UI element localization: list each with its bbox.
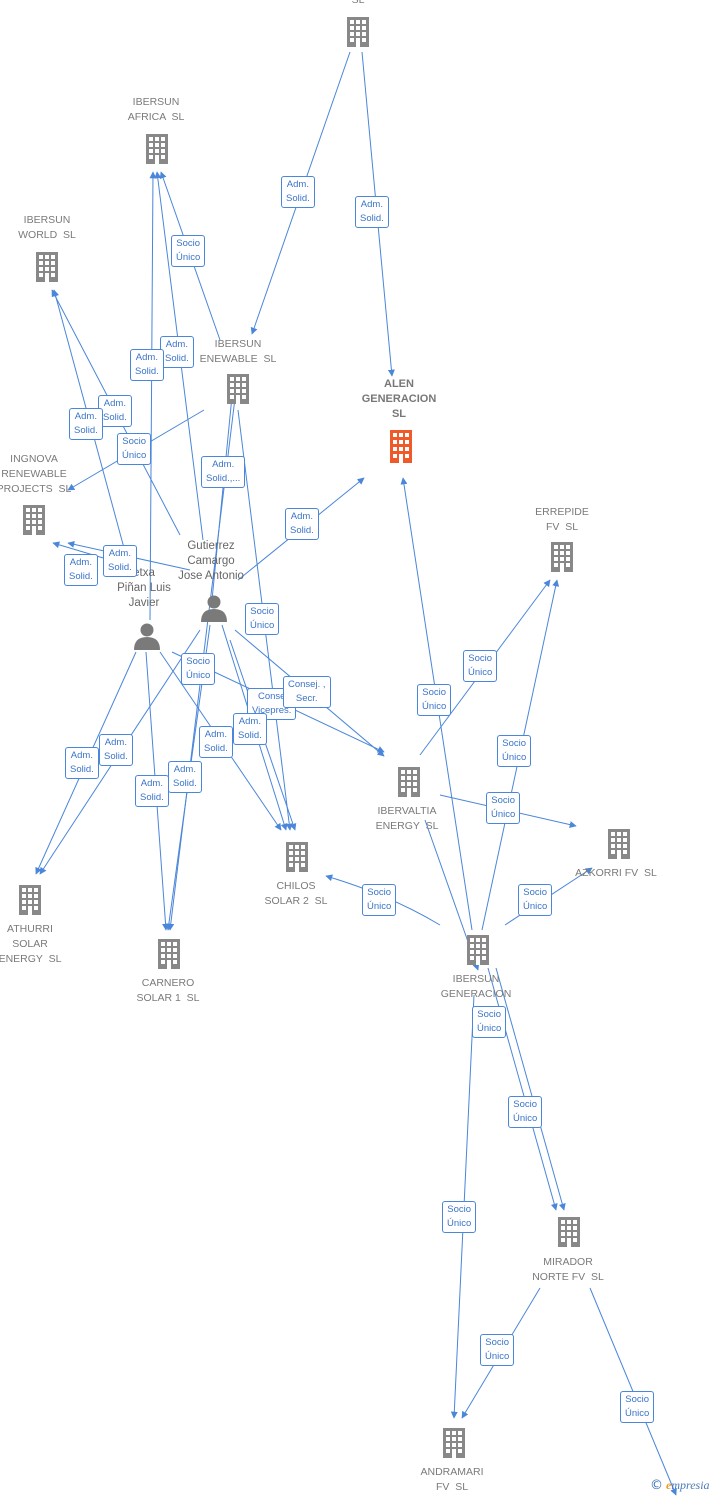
edge-label[interactable]: Adm. Solid. [65, 747, 99, 779]
node-label: IBERSUN AFRICA SL [127, 96, 185, 123]
edge-label[interactable]: Socio Único [472, 1006, 507, 1038]
edge-label[interactable]: Socio Único [117, 433, 152, 465]
node-chilos[interactable]: CHILOS SOLAR 2 SL [264, 879, 327, 909]
edge-label[interactable]: Adm. Solid. [69, 408, 103, 440]
edge-label[interactable]: Adm. Solid. [99, 734, 133, 766]
node-person-pinan[interactable]: etxa Piñan Luis Javier [117, 566, 171, 611]
person-icon-pinan [134, 623, 160, 650]
edge-label[interactable]: Socio Único [417, 684, 452, 716]
edge-to-ingnova-2 [52, 541, 111, 561]
node-label: IBERVALTIA ENERGY SL [375, 805, 439, 832]
edge-label[interactable]: Adm. Solid. [355, 196, 389, 228]
brand-name: mpresia [671, 1478, 710, 1492]
edge-label[interactable]: Socio Único [497, 735, 532, 767]
edge-label[interactable]: Socio Único [518, 884, 553, 916]
edge-label[interactable]: Adm. Solid. [135, 775, 169, 807]
node-alen-generacion[interactable]: ALEN GENERACION SL [362, 377, 437, 422]
node-label: ANDRAMARI FV SL [420, 1466, 484, 1493]
node-mirador[interactable]: MIRADOR NORTE FV SL [532, 1255, 604, 1285]
node-label: IBERSUN WORLD SL [18, 214, 76, 241]
building-icon-carnero [158, 939, 180, 969]
edge-label[interactable]: Socio Único [181, 653, 216, 685]
edge-label[interactable]: Socio Único [480, 1334, 515, 1366]
node-ibersun-renewable[interactable]: IBERSUN ENEWABLE SL [200, 337, 277, 367]
building-icon-ibersun-generacion [467, 935, 489, 965]
edge-label[interactable]: Adm. Solid. [199, 726, 233, 758]
edge-label[interactable]: Socio Único [508, 1096, 543, 1128]
edge-gutierrez-to-renewable [211, 385, 236, 601]
node-top[interactable]: SL [352, 0, 365, 8]
edge-label[interactable]: Adm. Solid.,... [201, 456, 246, 488]
node-errepide[interactable]: ERREPIDE FV SL [535, 505, 589, 535]
node-label: CARNERO SOLAR 1 SL [136, 977, 200, 1004]
edge-label[interactable]: Socio Único [442, 1201, 477, 1233]
edge-label[interactable]: Socio Único [620, 1391, 655, 1423]
edge-label[interactable]: Socio Único [171, 235, 206, 267]
node-label: AZKORRI FV SL [575, 867, 657, 879]
node-label: IBERSUN ENEWABLE SL [199, 338, 277, 365]
edge-label[interactable]: Adm. Solid. [64, 554, 98, 586]
person-label: etxa Piñan Luis Javier [117, 567, 171, 609]
edge-to-africa-3 [149, 171, 157, 621]
node-label: ATHURRI SOLAR ENERGY SL [0, 923, 62, 965]
edge-label[interactable]: Adm. Solid. [160, 336, 194, 368]
node-andramari[interactable]: ANDRAMARI FV SL [420, 1465, 483, 1495]
edge-label[interactable]: Adm. Solid. [233, 713, 267, 745]
building-icon-athurri [19, 885, 41, 915]
building-icon-ibersun-africa [146, 134, 168, 164]
building-icon-andramari [443, 1428, 465, 1458]
edge-label[interactable]: Adm. Solid. [168, 761, 202, 793]
edge-label[interactable]: Adm. Solid. [98, 395, 132, 427]
building-icon-ibervaltia [398, 767, 420, 797]
edge-label[interactable]: Socio Único [362, 884, 397, 916]
building-icon-ibersun-renewable [227, 374, 249, 404]
node-label: ALEN GENERACION SL [361, 378, 437, 420]
node-label: MIRADOR NORTE FV SL [532, 1256, 604, 1283]
node-ibersun-africa[interactable]: IBERSUN AFRICA SL [128, 95, 185, 125]
node-label: SL [351, 0, 365, 6]
person-icon-gutierrez [201, 595, 227, 622]
edge-label[interactable]: Adm. Solid. [103, 545, 137, 577]
building-icon-azkorri [608, 829, 630, 859]
person-label: Gutierrez Camargo Jose Antonio [178, 540, 244, 582]
edge-label[interactable]: Socio Único [486, 792, 521, 824]
node-carnero[interactable]: CARNERO SOLAR 1 SL [136, 976, 199, 1006]
empresia-logo[interactable]: © empresia [650, 1478, 710, 1493]
edge-label[interactable]: Adm. Solid. [285, 508, 319, 540]
node-ibersun-world[interactable]: IBERSUN WORLD SL [18, 213, 76, 243]
building-icon-ingnova [23, 505, 45, 535]
node-athurri[interactable]: ATHURRI SOLAR ENERGY SL [0, 922, 61, 967]
copyright-symbol: © [650, 1478, 663, 1493]
node-label: INGNOVA RENEWABLE PROJECTS SL [0, 453, 72, 495]
building-icon-ibersun-world [36, 252, 58, 282]
node-label: CHILOS SOLAR 2 SL [264, 880, 328, 907]
brand-e: e [666, 1478, 672, 1492]
edge-generacion-to-mirador-1 [487, 967, 558, 1211]
node-ibervaltia[interactable]: IBERVALTIA ENERGY SL [376, 804, 439, 834]
node-ibersun-generacion[interactable]: IBERSUN GENERACION [441, 972, 512, 1002]
node-label: IBERSUN GENERACION [440, 973, 512, 1000]
building-icon-top [347, 17, 369, 47]
edge-label[interactable]: Consej. , Secr. [283, 676, 331, 708]
edge-label[interactable]: Socio Único [463, 650, 498, 682]
node-label: ERREPIDE FV SL [535, 506, 589, 533]
node-ingnova[interactable]: INGNOVA RENEWABLE PROJECTS SL [0, 452, 71, 497]
edge-label[interactable]: Adm. Solid. [130, 349, 164, 381]
node-person-gutierrez[interactable]: Gutierrez Camargo Jose Antonio [178, 539, 244, 584]
edge-label[interactable]: Adm. Solid. [281, 176, 315, 208]
building-icon-alen-generacion [390, 430, 412, 463]
building-icon-chilos [286, 842, 308, 872]
edge-label[interactable]: Socio Único [245, 603, 280, 635]
node-azkorri[interactable]: AZKORRI FV SL [575, 866, 657, 881]
building-icon-mirador [558, 1217, 580, 1247]
building-icon-errepide [551, 542, 573, 572]
edge-generacion-to-mirador-2 [495, 967, 566, 1211]
